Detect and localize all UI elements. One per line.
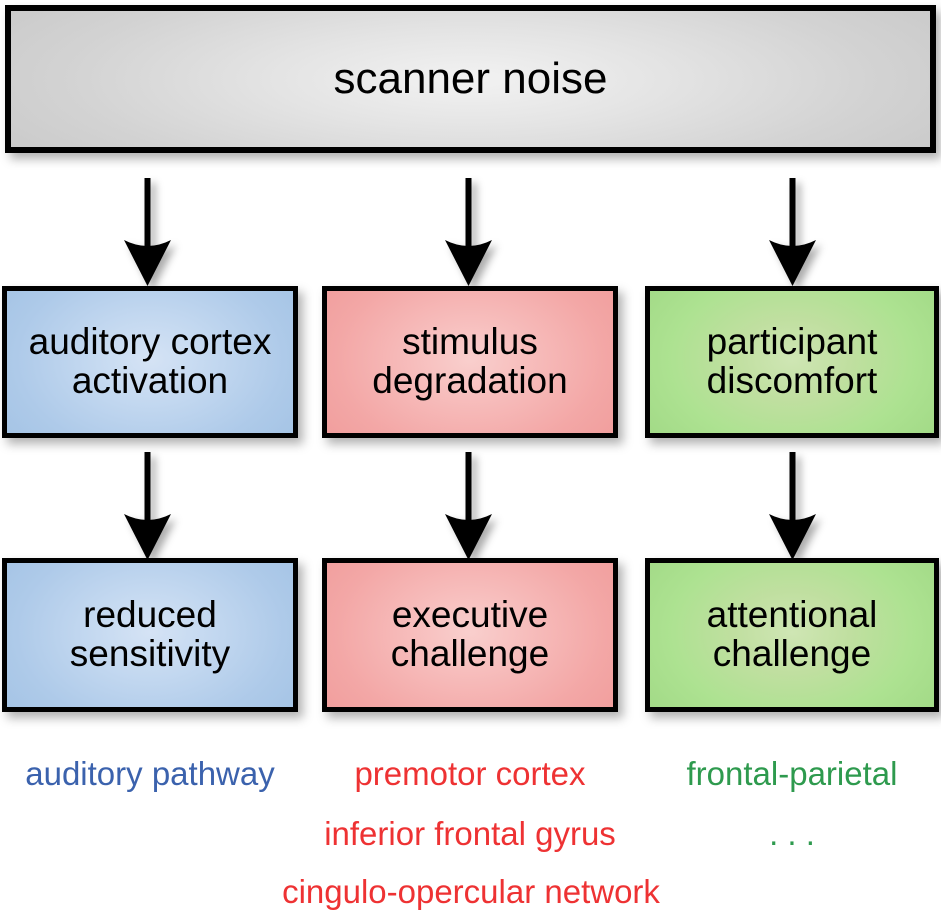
arrow-top-to-participant xyxy=(763,178,823,290)
node-line-2: challenge xyxy=(390,633,550,674)
node-line-1: auditory cortex xyxy=(28,321,272,363)
down-arrow-icon xyxy=(124,452,171,560)
node-executive-challenge: executive challenge xyxy=(322,558,618,712)
arrow-participant-to-attentional xyxy=(763,452,823,564)
term-auditory-pathway: auditory pathway xyxy=(25,755,275,792)
arrow-top-to-stimulus xyxy=(439,178,499,290)
node-line-2: sensitivity xyxy=(69,633,231,674)
node-scanner-noise: scanner noise xyxy=(5,5,936,153)
term-frontal-parietal: frontal-parietal xyxy=(686,755,898,792)
node-auditory-cortex-activation: auditory cortex activation xyxy=(2,286,298,438)
node-participant-discomfort-label: participant discomfort xyxy=(701,321,884,401)
term-premotor-cortex: premotor cortex xyxy=(354,755,586,792)
term-frontal-parietal-ellipsis: . . . xyxy=(769,815,815,852)
node-line-1: reduced xyxy=(83,594,217,636)
node-auditory-cortex-activation-label: auditory cortex activation xyxy=(23,321,278,401)
node-line-2: challenge xyxy=(712,633,872,674)
down-arrow-icon xyxy=(445,452,492,560)
down-arrow-icon xyxy=(769,178,816,286)
node-stimulus-degradation-label: stimulus degradation xyxy=(366,321,573,401)
term-inferior-frontal-gyrus: inferior frontal gyrus xyxy=(324,815,616,852)
node-scanner-noise-label: scanner noise xyxy=(333,53,608,103)
node-participant-discomfort: participant discomfort xyxy=(645,286,939,438)
down-arrow-icon xyxy=(445,178,492,286)
node-line-2: activation xyxy=(71,360,229,401)
node-stimulus-degradation: stimulus degradation xyxy=(322,286,618,438)
down-arrow-icon xyxy=(124,178,171,286)
term-cingulo-opercular-network: cingulo-opercular network xyxy=(282,873,660,910)
node-line-2: degradation xyxy=(372,360,568,401)
down-arrow-icon xyxy=(769,452,816,560)
arrow-auditory-to-reduced xyxy=(118,452,178,564)
node-line-1: executive xyxy=(391,594,549,636)
node-reduced-sensitivity: reduced sensitivity xyxy=(2,558,298,712)
arrow-stimulus-to-executive xyxy=(439,452,499,564)
arrow-top-to-auditory xyxy=(118,178,178,290)
node-line-2: discomfort xyxy=(706,360,878,401)
node-line-1: attentional xyxy=(706,594,878,636)
node-line-1: participant xyxy=(706,321,878,363)
node-attentional-challenge: attentional challenge xyxy=(645,558,939,712)
node-executive-challenge-label: executive challenge xyxy=(385,594,555,674)
node-attentional-challenge-label: attentional challenge xyxy=(701,594,884,674)
node-reduced-sensitivity-label: reduced sensitivity xyxy=(64,594,236,674)
node-line-1: stimulus xyxy=(402,321,538,363)
